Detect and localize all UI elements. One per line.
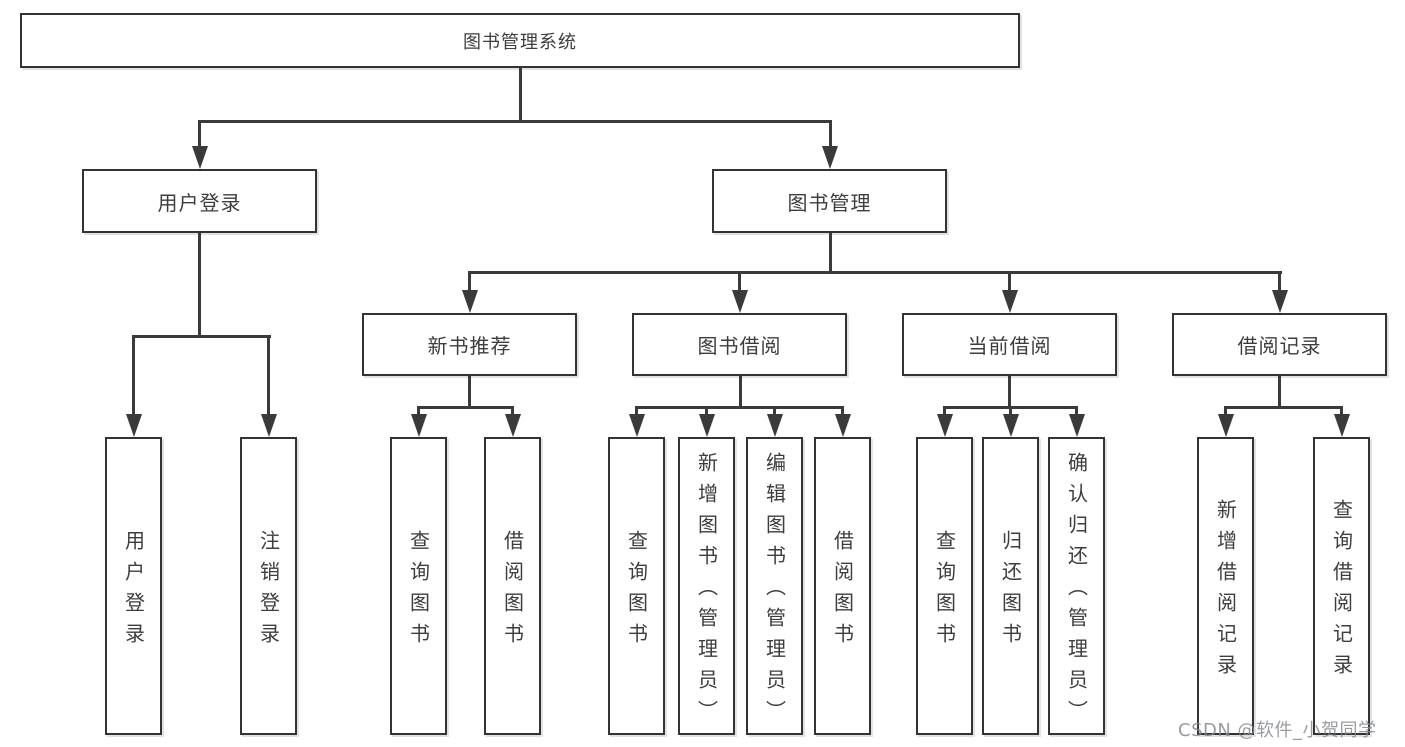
arrowhead-down-icon [126, 414, 142, 437]
connector-line [1075, 406, 1078, 416]
arrowhead-down-icon [1218, 414, 1234, 437]
node-book-management: 图书管理 [712, 169, 947, 233]
connector-line [739, 376, 742, 409]
node-new-book-recommend: 新书推荐 [362, 313, 577, 376]
connector-line [635, 406, 638, 416]
arrowhead-down-icon [411, 414, 427, 437]
leaf-add-borrow-record: 新增借阅记录 [1197, 437, 1254, 735]
watermark: CSDN @软件_小贺同学 [1178, 720, 1377, 741]
arrowhead-down-icon [1272, 290, 1288, 313]
node-label: 借阅图书 [500, 529, 525, 654]
node-label: 图书管理系统 [463, 31, 577, 53]
arrowhead-down-icon [192, 146, 208, 169]
connector-line [943, 406, 946, 416]
leaf-logout: 注销登录 [240, 437, 297, 735]
connector-line [267, 335, 270, 417]
node-label: 图书借阅 [697, 334, 782, 358]
connector-line [1009, 406, 1012, 416]
arrowhead-down-icon [835, 414, 851, 437]
connector-line [1340, 406, 1343, 416]
arrowhead-down-icon [1003, 414, 1019, 437]
node-book-borrowing: 图书借阅 [632, 313, 847, 376]
node-label: 用户登录 [157, 190, 242, 215]
connector-line [468, 376, 471, 409]
connector-line [198, 120, 201, 149]
arrowhead-down-icon [937, 414, 953, 437]
arrowhead-down-icon [699, 414, 715, 437]
node-label: 新增图书（管理员） [694, 452, 719, 731]
arrowhead-down-icon [629, 414, 645, 437]
leaf-query-books-recommend: 查询图书 [390, 437, 447, 735]
connector-line [519, 67, 522, 121]
connector-line [841, 406, 844, 416]
node-label: 归还图书 [998, 529, 1023, 654]
node-label: 借阅图书 [830, 529, 855, 654]
node-label: 新书推荐 [427, 334, 512, 358]
connector-line [1224, 406, 1343, 409]
node-label: 确认归还（管理员） [1064, 452, 1089, 731]
leaf-confirm-return-admin: 确认归还（管理员） [1048, 437, 1105, 735]
arrowhead-down-icon [1002, 290, 1018, 313]
node-label: 新增借阅记录 [1213, 498, 1238, 685]
node-user-login: 用户登录 [82, 169, 317, 233]
connector-line [132, 335, 135, 417]
arrowhead-down-icon [1069, 414, 1085, 437]
arrowhead-down-icon [822, 146, 838, 169]
node-current-borrowing: 当前借阅 [902, 313, 1117, 376]
connector-line [773, 406, 776, 416]
arrowhead-down-icon [732, 290, 748, 313]
arrowhead-down-icon [505, 414, 521, 437]
connector-line [829, 233, 832, 274]
node-label: 图书管理 [787, 190, 872, 215]
connector-line [469, 271, 1282, 274]
leaf-query-books-borrowing: 查询图书 [608, 437, 665, 735]
connector-line [738, 271, 741, 292]
node-label: 注销登录 [256, 529, 281, 654]
leaf-user-login: 用户登录 [105, 437, 162, 735]
arrowhead-down-icon [261, 414, 277, 437]
node-library-management-system: 图书管理系统 [20, 13, 1020, 68]
arrowhead-down-icon [767, 414, 783, 437]
connector-line [417, 406, 420, 416]
connector-line [1278, 271, 1281, 292]
connector-line [1008, 271, 1011, 292]
leaf-edit-book-admin: 编辑图书（管理员） [746, 437, 803, 735]
connector-line [1224, 406, 1227, 416]
node-label: 当前借阅 [967, 334, 1052, 358]
leaf-borrow-books-borrowing: 借阅图书 [814, 437, 871, 735]
leaf-query-books-current: 查询图书 [916, 437, 973, 735]
connector-line [468, 271, 471, 292]
connector-line [829, 120, 832, 149]
node-label: 查询图书 [624, 529, 649, 654]
connector-line [635, 406, 844, 409]
arrowhead-down-icon [1334, 414, 1350, 437]
node-label: 查询图书 [406, 529, 431, 654]
connector-line [705, 406, 708, 416]
node-label: 借阅记录 [1237, 334, 1322, 358]
connector-line [511, 406, 514, 416]
leaf-borrow-books-recommend: 借阅图书 [484, 437, 541, 735]
arrowhead-down-icon [462, 290, 478, 313]
connector-line [1008, 376, 1011, 409]
node-label: 用户登录 [121, 529, 146, 654]
leaf-add-book-admin: 新增图书（管理员） [678, 437, 735, 735]
connector-line [417, 406, 514, 409]
connector-line [132, 335, 271, 338]
node-label: 编辑图书（管理员） [762, 452, 787, 731]
connector-line [1278, 376, 1281, 409]
node-borrowing-records: 借阅记录 [1172, 313, 1387, 376]
leaf-return-book: 归还图书 [982, 437, 1039, 735]
leaf-query-borrow-record: 查询借阅记录 [1313, 437, 1370, 735]
node-label: 查询借阅记录 [1329, 498, 1354, 685]
connector-line [198, 233, 201, 337]
connector-line [198, 120, 832, 123]
node-label: 查询图书 [932, 529, 957, 654]
